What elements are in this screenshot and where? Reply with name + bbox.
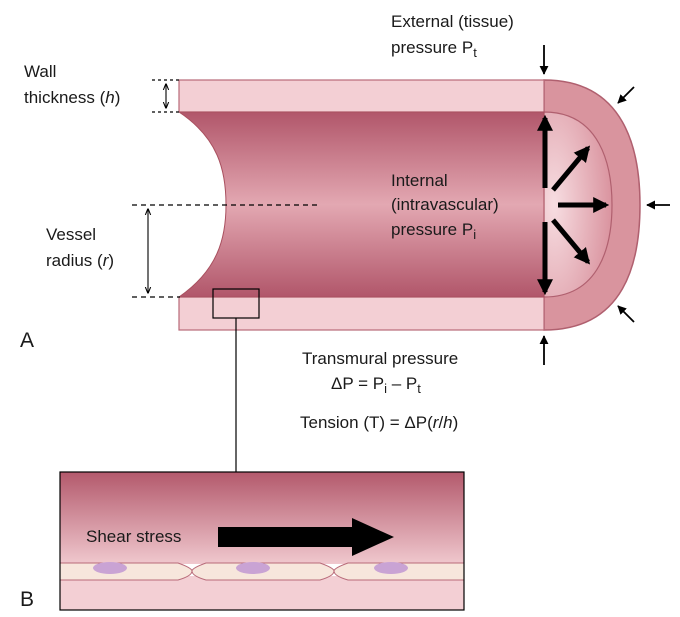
transmural-equation: ΔP = Pi – Pt: [331, 374, 421, 396]
external-pressure-arrows: [539, 45, 670, 365]
panel-b-inset: [59, 471, 465, 611]
wall-label-line2: thickness (h): [24, 88, 120, 107]
panel-b-letter: B: [20, 588, 34, 611]
internal-arrow-upper: [551, 145, 591, 192]
inset-wall: [60, 576, 464, 610]
vessel-label-line2: radius (r): [46, 251, 114, 270]
external-arrow-lower-right: [617, 305, 635, 323]
internal-label-line3: pressure Pi: [391, 220, 476, 242]
inset-frame: [59, 471, 465, 611]
vessel-label-line1: Vessel: [46, 225, 96, 244]
endothelial-cell: [59, 562, 193, 581]
external-label-line2: pressure Pt: [391, 38, 477, 60]
shear-stress-arrow: [218, 518, 394, 556]
internal-label-line2: (intravascular): [391, 195, 499, 214]
cell-nucleus: [93, 562, 127, 574]
vessel-wall-top: [178, 79, 545, 113]
wall-thickness-dimension: [152, 79, 180, 113]
internal-arrow-lower: [551, 218, 591, 265]
external-arrow-upper-right: [617, 86, 635, 104]
panel-a-letter: A: [20, 329, 34, 352]
transmural-label: Transmural pressure: [302, 349, 458, 368]
internal-pressure-arrows: [536, 114, 610, 296]
shear-stress-label: Shear stress: [86, 527, 181, 546]
tension-equation: Tension (T) = ΔP(r/h): [300, 413, 458, 432]
wall-label-line1: Wall: [24, 62, 56, 81]
vessel-radius-dimension: [132, 204, 318, 298]
vessel-drawing: [177, 79, 641, 331]
vessel-wall-bottom: [178, 296, 545, 331]
cell-nucleus: [236, 562, 270, 574]
vessel-lumen: [177, 111, 545, 298]
cell-nucleus: [374, 562, 408, 574]
external-label-line1: External (tissue): [391, 12, 514, 31]
inset-lumen: [60, 472, 464, 564]
internal-label-line1: Internal: [391, 171, 448, 190]
